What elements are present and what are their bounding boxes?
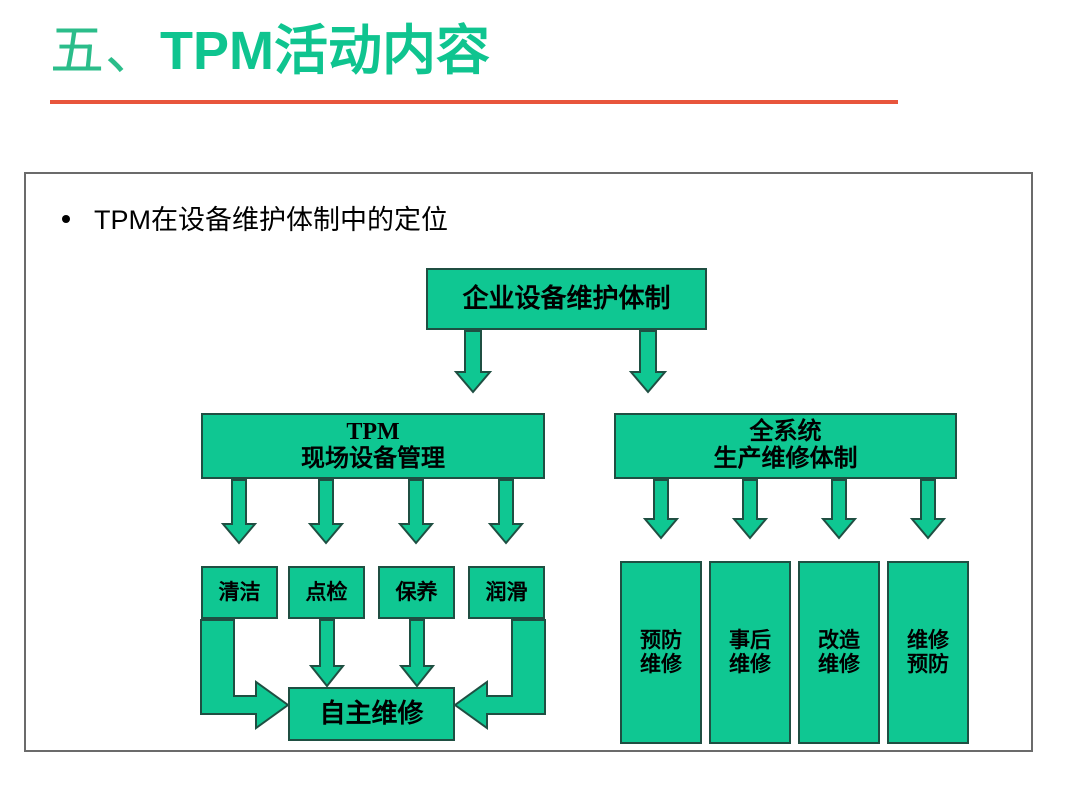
arrow-down-icon-tpm-1 [220, 479, 258, 545]
diagram-connectors: .ar { fill:#0fc792; stroke:#1f4f42; stro… [200, 330, 947, 730]
bullet-text: TPM在设备维护体制中的定位 [94, 205, 448, 235]
node-breakdown-maintenance[interactable]: 事后 维修 [709, 561, 791, 744]
node-label-line2: 现场设备管理 [301, 446, 445, 472]
node-label: 润滑 [485, 579, 528, 604]
node-label-line1: 全系统 [749, 419, 822, 446]
arrow-down-icon-sys-3 [820, 479, 858, 540]
node-autonomous-maintenance[interactable]: 自主维修 [288, 687, 455, 741]
node-label-line1: 改造 [818, 627, 860, 652]
arrow-down-icon-tpm-3 [397, 479, 435, 545]
arrow-down-icon-top-right [628, 330, 668, 394]
node-label-line1: 预防 [640, 627, 682, 652]
page-title: 五、TPM活动内容 [50, 22, 490, 80]
arrow-down-icon-sys-4 [909, 479, 947, 540]
arrow-down-icon-tpm-2 [307, 479, 345, 545]
node-label-line2: 预防 [907, 651, 949, 676]
node-inspection[interactable]: 点检 [288, 566, 365, 619]
node-lubrication[interactable]: 润滑 [468, 566, 545, 619]
node-label: 自主维修 [319, 699, 424, 729]
node-label-line2: 维修 [729, 651, 771, 676]
node-preventive-maintenance[interactable]: 预防 维修 [620, 561, 702, 744]
node-label-line2: 维修 [818, 651, 860, 676]
arrow-down-icon-check [308, 619, 346, 688]
page-title-main: TPM活动内容 [160, 21, 490, 81]
node-enterprise-maintenance-system[interactable]: 企业设备维护体制 [426, 268, 707, 330]
arrow-down-icon-sys-2 [731, 479, 769, 540]
node-label-line1: TPM [346, 419, 400, 446]
node-label-line2: 维修 [640, 651, 682, 676]
arrow-elbow-right-icon-clean [200, 619, 290, 730]
arrow-elbow-left-icon-lubricate [453, 619, 546, 730]
node-full-system-productive-maintenance[interactable]: 全系统 生产维修体制 [614, 413, 957, 479]
node-label: 保养 [395, 579, 438, 604]
title-underline-rule [50, 100, 898, 104]
node-label-line1: 事后 [729, 627, 771, 652]
node-label-line2: 生产维修体制 [713, 446, 858, 472]
bullet-dot-icon [62, 215, 70, 223]
node-label: 清洁 [218, 579, 261, 604]
arrow-down-icon-tpm-4 [487, 479, 525, 545]
content-frame: TPM在设备维护体制中的定位 .ar { fill:#0fc792; strok… [24, 172, 1033, 752]
arrow-down-icon-sys-1 [642, 479, 680, 540]
tpm-positioning-diagram: .ar { fill:#0fc792; stroke:#1f4f42; stro… [26, 174, 1035, 754]
node-label-line1: 维修 [907, 627, 949, 652]
page-title-prefix: 五、 [50, 21, 160, 81]
node-tpm-onsite-equipment-management[interactable]: TPM 现场设备管理 [201, 413, 545, 479]
node-label: 企业设备维护体制 [462, 284, 671, 314]
node-label: 点检 [305, 579, 348, 604]
node-maintenance-prevention[interactable]: 维修 预防 [887, 561, 969, 744]
arrow-down-icon-maintain [398, 619, 436, 688]
node-upkeep[interactable]: 保养 [378, 566, 455, 619]
arrow-down-icon-top-left [453, 330, 493, 394]
bullet-row: TPM在设备维护体制中的定位 [62, 198, 448, 237]
node-cleaning[interactable]: 清洁 [201, 566, 278, 619]
node-corrective-maintenance[interactable]: 改造 维修 [798, 561, 880, 744]
